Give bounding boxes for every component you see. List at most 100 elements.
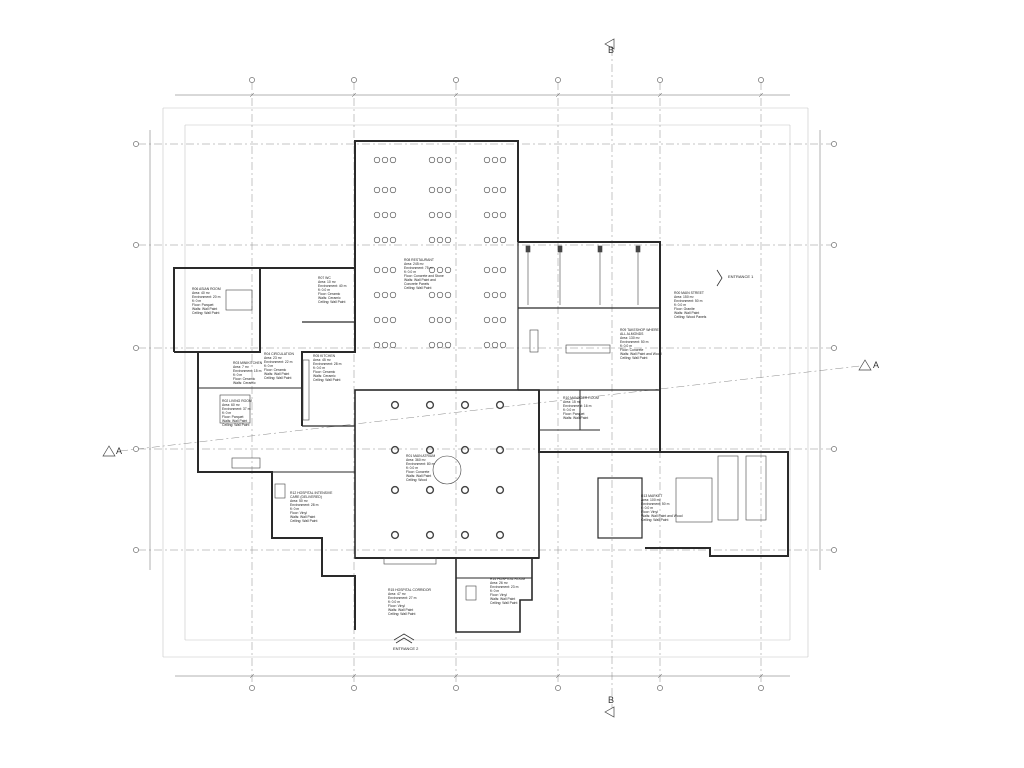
room-spec: fl: 0.0 m [406,466,419,470]
room-spec: Area: 60 m² [222,403,240,407]
restaurant-table [444,266,452,274]
takeshop-counter [529,329,539,353]
restaurant-table [444,316,452,324]
atrium-column [425,530,435,540]
hospital-bed [274,483,286,499]
dimension-tick [453,673,459,679]
building-walls [173,140,789,633]
restaurant-table [373,291,381,299]
room-spec: Walls: Wall Paint [406,474,432,478]
room-spec: fl: 0 m [490,589,500,593]
room-name: R01 MAIN ATRIUM [406,454,436,458]
restaurant-table [483,291,491,299]
restaurant-table [499,236,507,244]
restaurant-table [389,186,397,194]
room-name: R06 ASIAN ROOM [192,287,221,291]
restaurant-table [436,211,444,219]
room-spec: fl: 0.0 m [313,366,326,370]
dimension-tick [758,92,764,98]
grid-bubble [758,77,764,83]
dimension-tick [657,673,663,679]
room-spec: Walls: Wall Paint and Wood [641,514,683,518]
restaurant-table [389,266,397,274]
atrium-column [425,400,435,410]
room-spec: Floor: Ceramic [318,292,341,296]
restaurant-table [381,236,389,244]
manager-walls [538,390,660,453]
room-spec: Floor: Vinyl [490,593,507,597]
restaurant-table [483,156,491,164]
dimension-tick [758,673,764,679]
restaurant-table [381,266,389,274]
restaurant-table [499,156,507,164]
room-spec: Environment: 50 m [674,299,703,303]
room-spec: Environment: 23 m [490,585,519,589]
atrium-round-feature [432,455,462,485]
grid-bubble [453,77,459,83]
atrium-column [495,445,505,455]
section-marker-a-left [102,445,116,457]
restaurant-table [381,211,389,219]
room-spec: Walls: Wall Paint [388,608,414,612]
grid-bubble [657,685,663,691]
restaurant-table [389,211,397,219]
room-spec: Environment: 22 m [264,360,293,364]
room-spec: Floor: Vinyl [290,511,307,515]
restaurant-table [444,211,452,219]
restaurant-table [499,291,507,299]
room-spec: Floor: Vinyl [388,604,405,608]
room-spec: Floor: Ceramic [313,370,336,374]
atrium-column [390,485,400,495]
grid-bubble [831,345,837,351]
room-name: R08 RESTAURANT [404,258,434,262]
section-label-b-top: B [608,45,615,55]
restaurant-table [389,236,397,244]
restaurant-table [499,316,507,324]
grid-bubble [831,242,837,248]
atrium-column [495,485,505,495]
restaurant-table [483,316,491,324]
restaurant-table [373,156,381,164]
grid-bubble [555,685,561,691]
room-spec: Walls: Wall Paint [490,597,516,601]
restaurant-table [373,316,381,324]
room-name: R00 MAIN STREET [674,291,704,295]
room-name: R09 TAKESHOP WHERE [620,328,659,332]
dimension-tick [453,92,459,98]
room-spec: Area: 40 m² [192,291,210,295]
room-spec: Walls: Wall Paint [674,311,700,315]
grid-bubble [249,685,255,691]
room-spec: Area: 15 m² [563,400,581,404]
restaurant-table [389,341,397,349]
restaurant-table [444,341,452,349]
room-name: R03 MINIKITCHEN [233,361,263,365]
room-spec: Ceiling: Wood Panels [674,315,707,319]
restaurant-table [499,211,507,219]
restaurant-table [483,236,491,244]
room-spec: Ceiling: Wall Paint [641,518,669,522]
room-name: R13 MARKET [641,494,663,498]
restaurant-table [428,341,436,349]
atrium-column [390,400,400,410]
section-label-a-right: A [873,360,880,370]
restaurant-table [444,291,452,299]
grid-bubble [133,446,139,452]
room-spec: Area: 7 m² [233,365,249,369]
room-spec: Floor: Ceramic [233,377,256,381]
kitchen-counter [302,359,310,421]
room-spec: Floor: Concrete [620,348,644,352]
room-spec: fl: 0 m [264,364,274,368]
room-spec: Ceiling: Wall Paint [313,378,341,382]
entrance-arrows [393,269,723,644]
living-room-walls [197,352,356,630]
room-spec: fl: 0 m [192,299,202,303]
dimension-lines [149,92,821,679]
room-spec: fl: 0 m [290,507,300,511]
grid-bubbles [133,77,837,691]
restaurant-table [499,341,507,349]
